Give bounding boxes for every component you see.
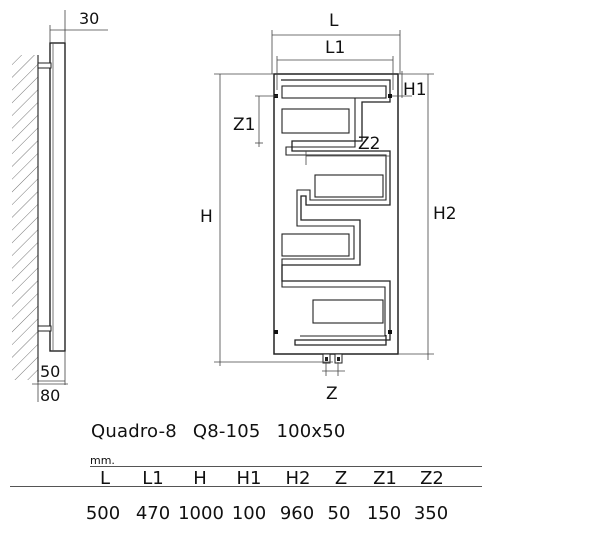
side-80-label: 80 [40, 386, 60, 405]
table-value-cell: 960 [279, 503, 315, 524]
table-header-cell: H1 [236, 468, 262, 489]
table-value-cell: 500 [85, 503, 121, 524]
model-name: Quadro-8 [91, 421, 177, 442]
lower-bracket [37, 325, 52, 332]
upper-bracket [37, 62, 52, 69]
table-header-cell: Z [334, 468, 348, 489]
side-view: 30 50 80 [12, 9, 108, 405]
table-value-cell: 100 [231, 503, 267, 524]
table-header-cell: L1 [142, 468, 164, 489]
table-value-cell: 1000 [178, 503, 224, 524]
mount-point [274, 330, 278, 334]
label-H1: H1 [403, 80, 427, 100]
pipe-connector-core [337, 357, 340, 361]
label-Z: Z [326, 384, 338, 404]
table-value-cell: 50 [327, 503, 351, 524]
model-code: Q8-105 [192, 421, 261, 442]
side-50-label: 50 [40, 362, 60, 381]
panel-5 [312, 299, 384, 324]
panel-3 [314, 174, 384, 198]
panel-2 [281, 108, 350, 134]
table-header-cell: H [193, 468, 207, 489]
mount-point [388, 330, 392, 334]
table-divider [10, 486, 482, 487]
table-header-cell: L [99, 468, 111, 489]
table-value-cell: 470 [135, 503, 171, 524]
side-radiator-body [49, 42, 66, 352]
dimension-lines [214, 30, 434, 376]
unit-label: mm. [90, 454, 115, 467]
table-value-cell: 350 [413, 503, 449, 524]
model-title: Quadro-8 Q8-105 100x50 [91, 421, 356, 442]
table-value-cell: 150 [366, 503, 402, 524]
table-divider-top [90, 466, 482, 467]
label-H: H [200, 207, 213, 227]
label-H2: H2 [433, 204, 457, 224]
serpentine-tube-outer [281, 79, 391, 346]
panel-1 [281, 85, 387, 99]
radiator-frame [273, 73, 399, 355]
pipe-connector-core [325, 357, 328, 361]
label-L: L [329, 11, 339, 31]
label-Z2: Z2 [358, 134, 380, 154]
mount-point [388, 94, 392, 98]
front-view [273, 73, 399, 364]
table-header-cell: H2 [285, 468, 311, 489]
label-Z1: Z1 [233, 115, 255, 135]
panel-4 [281, 233, 350, 257]
label-L1: L1 [325, 38, 345, 58]
model-profile: 100x50 [276, 421, 346, 442]
table-header-cell: Z2 [420, 468, 444, 489]
wall-hatching [12, 55, 38, 380]
side-depth-label: 30 [79, 9, 99, 28]
table-header-cell: Z1 [373, 468, 397, 489]
serpentine-tube-inner [281, 85, 387, 337]
